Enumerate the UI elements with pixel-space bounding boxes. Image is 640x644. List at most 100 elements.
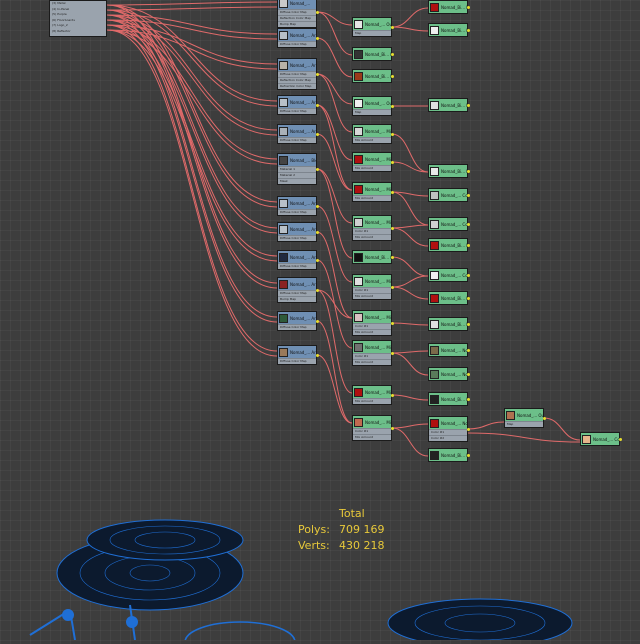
connection-wire[interactable] <box>391 133 429 173</box>
output-socket[interactable] <box>391 322 394 325</box>
output-socket[interactable] <box>467 297 470 300</box>
output-socket[interactable] <box>391 227 394 230</box>
node-header[interactable]: Nomad_... Color Cor... <box>429 218 467 230</box>
node-header[interactable]: Nomad_Bi... Bitmap <box>429 318 467 330</box>
3d-viewport[interactable] <box>0 480 640 644</box>
connection-wire[interactable] <box>106 4 278 284</box>
output-socket[interactable] <box>467 104 470 107</box>
node-header[interactable]: Nomad_Bi... Bitmap <box>429 393 467 405</box>
output-socket[interactable] <box>316 11 319 14</box>
connection-wire[interactable] <box>106 9 278 208</box>
connection-wire[interactable] <box>106 4 278 102</box>
output-socket[interactable] <box>391 427 394 430</box>
output-socket[interactable] <box>391 161 394 164</box>
connection-wire[interactable] <box>391 427 429 457</box>
connection-wire[interactable] <box>106 24 278 257</box>
node-slot[interactable]: Diffuse Color Map <box>278 324 316 330</box>
output-socket[interactable] <box>543 417 546 420</box>
node-header[interactable]: Nomad_Bi... Bitmap <box>429 24 467 36</box>
node-header[interactable]: Nomad_Bi... Bitmap <box>429 165 467 177</box>
connection-wire[interactable] <box>391 394 429 401</box>
node-slot[interactable]: Mix Amount <box>353 293 391 299</box>
connection-wire[interactable] <box>106 24 278 160</box>
output-socket[interactable] <box>316 231 319 234</box>
material-node[interactable]: Nomad_... Arch & De...Diffuse Color Map <box>277 250 317 270</box>
output-socket[interactable] <box>391 75 394 78</box>
node-slot[interactable]: Color #2 <box>429 435 467 441</box>
node-slot[interactable]: Diffuse Color Map <box>278 71 316 77</box>
color-correction-node[interactable]: Nomad_... Color Cor... <box>580 432 620 446</box>
connection-wire[interactable] <box>316 104 353 161</box>
node-slot[interactable]: Diffuse Color Map <box>278 209 316 215</box>
map-node[interactable]: Nomad_Bi... Bitmap <box>428 291 468 305</box>
node-header[interactable]: Nomad_... Mix <box>353 125 391 137</box>
node-header[interactable]: Nomad_... Mix <box>353 153 391 165</box>
map-node[interactable]: Nomad_Bi... Bitmap <box>428 164 468 178</box>
output-socket[interactable] <box>316 320 319 323</box>
node-slot[interactable]: Mask <box>278 178 316 184</box>
map-node[interactable]: Nomad_Bi... Bitmap <box>428 448 468 462</box>
connection-wire[interactable] <box>106 24 278 352</box>
node-header[interactable]: Nomad_... Arch & De... <box>278 125 316 137</box>
output-socket[interactable] <box>391 133 394 136</box>
material-node[interactable]: Nomad_... Arch & De...Diffuse Color Map <box>277 95 317 115</box>
material-node[interactable]: Nomad_... Arch & De...Diffuse Color Map <box>277 196 317 216</box>
node-slot[interactable]: Color #1 <box>353 353 391 359</box>
map-node[interactable]: Nomad_Bi... Bitmap <box>352 47 392 61</box>
node-header[interactable]: Nomad_... Arch & De... <box>278 197 316 209</box>
output-socket[interactable] <box>391 53 394 56</box>
map-node[interactable]: Nomad_... Noise <box>428 343 468 357</box>
connection-wire[interactable] <box>316 289 353 394</box>
output-socket[interactable] <box>316 133 319 136</box>
node-slot[interactable]: Map <box>353 109 391 115</box>
node-slot[interactable]: Mix Amount <box>353 329 391 335</box>
output-socket[interactable] <box>316 354 319 357</box>
connection-wire[interactable] <box>316 168 353 224</box>
node-header[interactable]: Nomad_... Arch & De... <box>278 223 316 235</box>
connection-wire[interactable] <box>106 4 278 203</box>
material-node[interactable]: Nomad_... Arch & De...Diffuse Color MapR… <box>277 58 317 90</box>
map-node[interactable]: Nomad_Bi... Bitmap <box>428 0 468 14</box>
selector-item[interactable]: (8) Reflector <box>52 28 71 33</box>
node-header[interactable]: Nomad_... Mix <box>353 416 391 428</box>
node-header[interactable]: Nomad_Bi... Bitmap <box>353 251 391 263</box>
node-header[interactable]: Nomad_... Output <box>353 18 391 30</box>
output-socket[interactable] <box>467 274 470 277</box>
node-slot[interactable]: Mix Amount <box>353 359 391 365</box>
connection-wire[interactable] <box>106 14 278 229</box>
node-slot[interactable]: Color #1 <box>353 228 391 234</box>
node-header[interactable]: Nomad_... Arch & De... <box>278 96 316 108</box>
node-header[interactable]: Nomad_... Mix <box>353 386 391 398</box>
material-node[interactable]: Nomad_... Arch & De...Diffuse Color MapB… <box>277 277 317 303</box>
node-header[interactable]: Nomad_Bi... Bitmap <box>353 70 391 82</box>
node-slot[interactable]: Map <box>353 30 391 36</box>
output-socket[interactable] <box>316 205 319 208</box>
connection-wire[interactable] <box>106 14 278 318</box>
material-node[interactable]: Nomad_... Arch & De...Diffuse Color Map <box>277 345 317 365</box>
connection-wire[interactable] <box>467 432 581 443</box>
node-slot[interactable]: Mix Amount <box>353 434 391 440</box>
node-slot[interactable]: Diffuse Color Map <box>278 290 316 296</box>
node-header[interactable]: Nomad_... Color Cor... <box>429 269 467 281</box>
node-slot[interactable]: Bump Map <box>278 296 316 302</box>
map-node[interactable]: Nomad_... OutputMap <box>352 96 392 116</box>
node-slot[interactable]: Mix Amount <box>353 195 391 201</box>
node-header[interactable]: Nomad_... Arch & De... <box>278 29 316 41</box>
output-socket[interactable] <box>391 26 394 29</box>
connection-wire[interactable] <box>316 231 353 319</box>
selector-item[interactable]: (3) Metal <box>52 1 66 5</box>
connection-wire[interactable] <box>316 354 353 424</box>
connection-wire[interactable] <box>316 104 353 191</box>
output-socket[interactable] <box>316 289 319 292</box>
node-slot[interactable]: Mix Amount <box>353 165 391 171</box>
map-node[interactable]: Nomad_... Color Cor... <box>428 188 468 202</box>
node-slot[interactable]: Diffuse Color Map <box>278 358 316 364</box>
connection-wire[interactable] <box>316 37 353 78</box>
selector-item[interactable]: (7) Logo_2 <box>52 23 68 27</box>
connection-wire[interactable] <box>316 73 353 133</box>
map-node[interactable]: Nomad_Bi... Bitmap <box>352 250 392 264</box>
